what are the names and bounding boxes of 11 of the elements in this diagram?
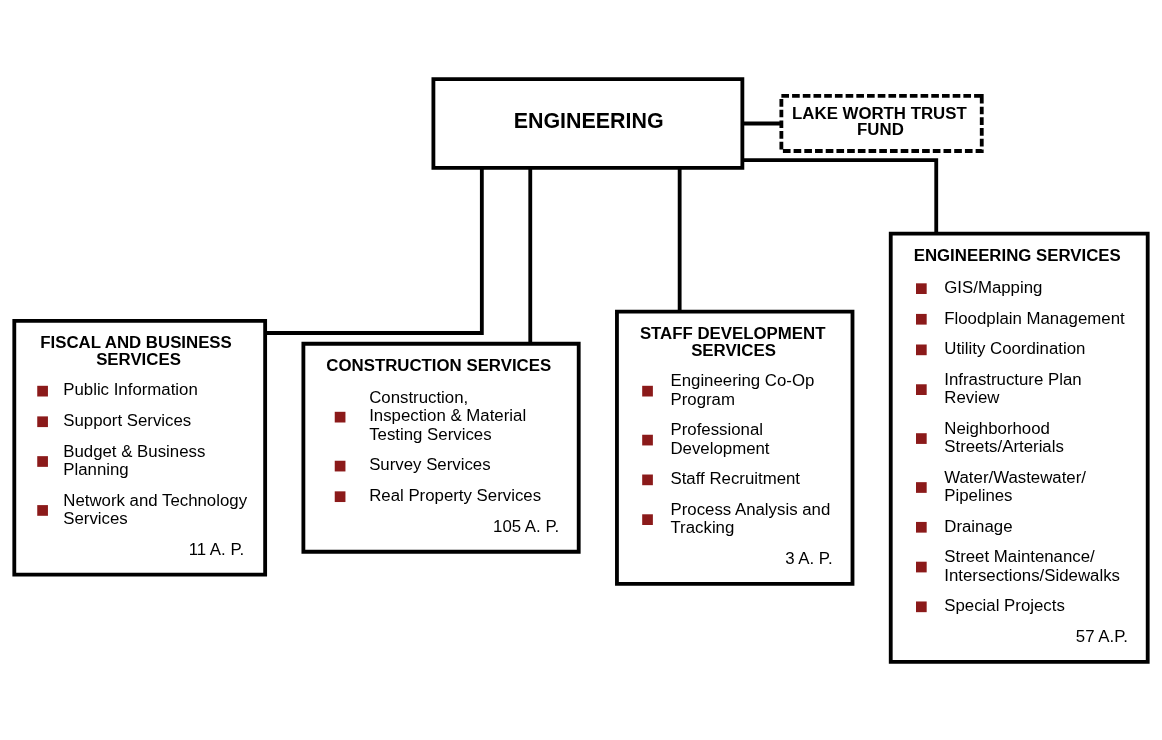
connector [677, 167, 682, 311]
node-box: ENGINEERING [431, 76, 745, 170]
node-box: ENGINEERING SERVICES GIS/Mapping Floodplain Management Utility Coordination Infrastructure Plan Review Neighborhood Streets/Arterials Water/Wastewater/ Pipelines Drainage Street Maintenance/ Intersections/Sidewalks Special Projects 57 A.P. [888, 231, 1150, 664]
node-box: LAKE WORTH TRUST FUND [779, 93, 984, 153]
node-box: CONSTRUCTION SERVICES Construction, Inspection & Material Testing Services Survey Services Real Property Services 105 A. P. [301, 341, 581, 554]
node-box: STAFF DEVELOPMENT SERVICES Engineering Co-Op Program Professional Development Staff Recruitment Process Analysis and Tracking 3 A. P. [615, 309, 855, 586]
connector [742, 157, 939, 233]
connector [265, 167, 484, 335]
connector [742, 121, 782, 125]
node-box: FISCAL AND BUSINESS SERVICES Public Information Support Services Budget & Business Planning Network and Technology Services 11 A. P. [12, 318, 268, 577]
connector [528, 167, 533, 343]
